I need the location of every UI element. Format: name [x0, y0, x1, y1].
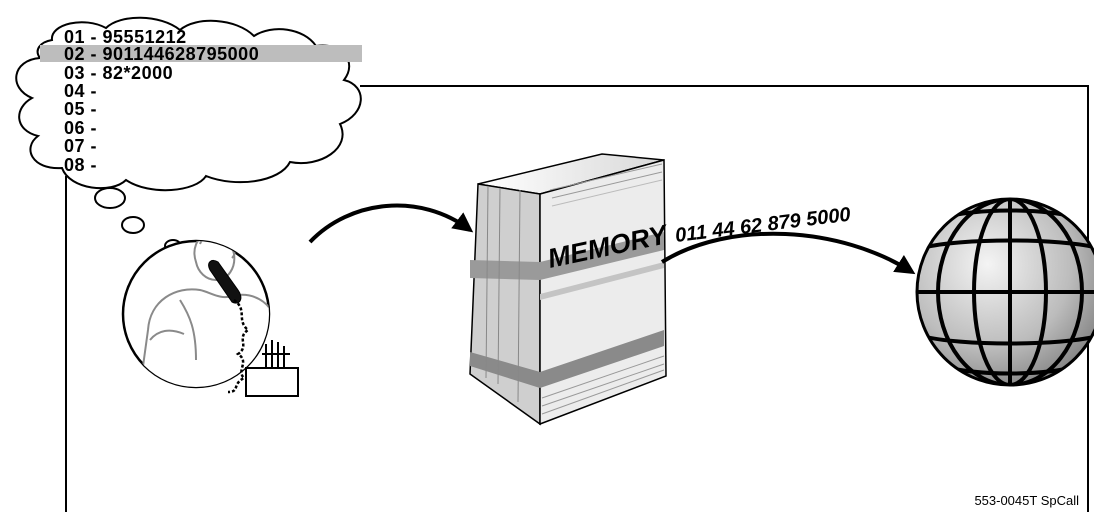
speed-dial-entry: 01 - 95551212: [64, 27, 187, 47]
speed-dial-entry: 07 -: [64, 136, 97, 156]
speed-dial-list: 01 - 95551212 02 - 901144628795000 03 - …: [64, 27, 259, 175]
person-on-phone-icon: [121, 239, 299, 397]
speed-dial-entry: 04 -: [64, 81, 97, 101]
speed-dial-highlight: [40, 45, 362, 62]
arrow-icon: [660, 231, 916, 275]
speed-dial-entry: 02 - 901144628795000: [64, 44, 259, 64]
speed-dial-entry: 08 -: [64, 155, 97, 175]
speed-dial-entry: 05 -: [64, 99, 97, 119]
speed-dial-entry: 03 - 82*2000: [64, 63, 173, 83]
figure-id: 553-0045T SpCall: [974, 493, 1079, 508]
pbx-switch-icon: MEMORY: [469, 153, 673, 426]
frame-border: [360, 85, 1089, 512]
globe-icon: [915, 197, 1094, 387]
speed-dial-entry: 06 -: [64, 118, 97, 138]
arrow-icon: [308, 203, 474, 244]
